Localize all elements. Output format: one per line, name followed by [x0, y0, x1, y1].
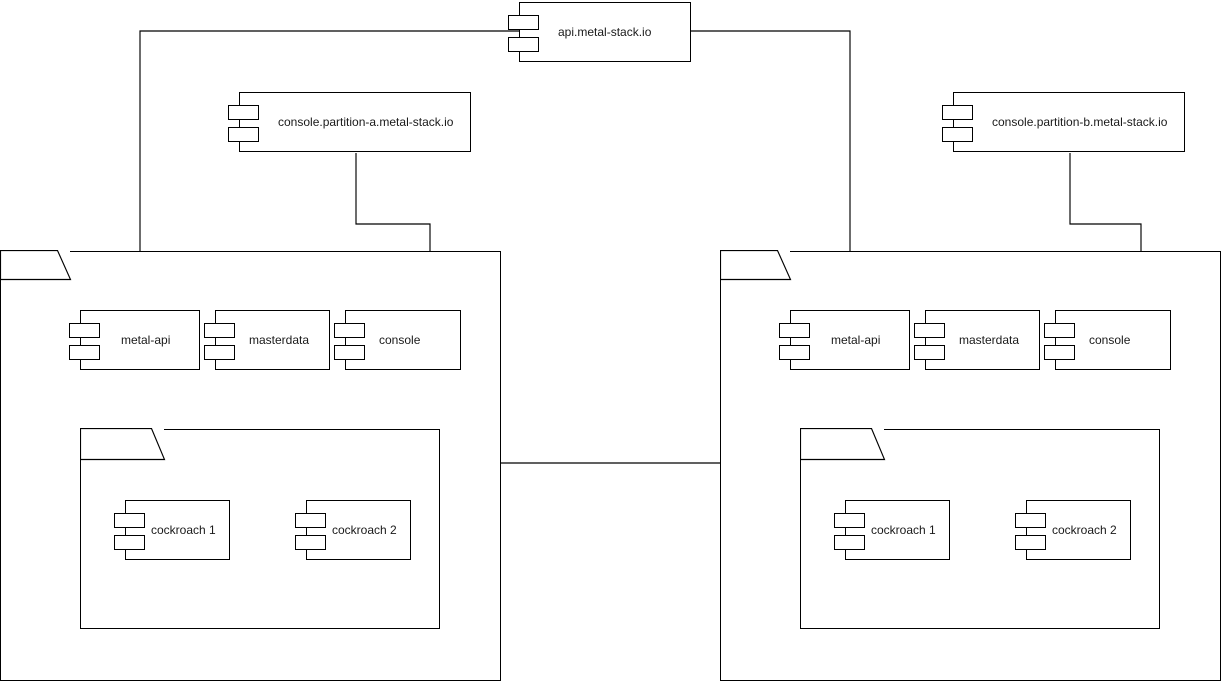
partition-b-tab: Partition B [720, 250, 792, 281]
component-api-metal-stack-io[interactable]: api.metal-stack.io [508, 2, 691, 62]
partition-a-component-metal-api[interactable]: metal-api [69, 310, 200, 370]
component-label: metal-api [121, 332, 171, 347]
partition-a-tab: Partition A [0, 250, 72, 281]
partition-b-node-cockroach-2[interactable]: cockroach 2 [1015, 500, 1131, 560]
component-label: api.metal-stack.io [558, 24, 652, 39]
partition-b-node-cockroach-1[interactable]: cockroach 1 [834, 500, 950, 560]
component-label: metal-api [831, 332, 881, 347]
component-lug-bottom-icon [834, 535, 865, 550]
component-lug-top-icon [204, 323, 235, 338]
component-lug-top-icon [779, 323, 810, 338]
component-label: console [379, 332, 421, 347]
component-lug-top-icon [1015, 513, 1046, 528]
component-lug-bottom-icon [942, 127, 973, 142]
component-label: cockroach 2 [1052, 522, 1117, 537]
component-lug-top-icon [914, 323, 945, 338]
partition-b-component-masterdata[interactable]: masterdata [914, 310, 1040, 370]
component-lug-bottom-icon [204, 345, 235, 360]
component-label: console [1089, 332, 1131, 347]
partition-a-node-cockroach-2[interactable]: cockroach 2 [295, 500, 411, 560]
partition-a-component-console[interactable]: console [334, 310, 461, 370]
component-lug-bottom-icon [1044, 345, 1075, 360]
component-lug-top-icon [508, 15, 539, 30]
component-label: masterdata [249, 332, 310, 347]
component-lug-bottom-icon [228, 127, 259, 142]
component-label: cockroach 1 [871, 522, 936, 537]
component-lug-top-icon [334, 323, 365, 338]
partition-b-component-metal-api[interactable]: metal-api [779, 310, 910, 370]
component-console-partition-a-metal-stack-io[interactable]: console.partition-a.metal-stack.io [228, 92, 471, 152]
component-lug-bottom-icon [69, 345, 100, 360]
partition-a-node-cockroach-1[interactable]: cockroach 1 [114, 500, 230, 560]
component-lug-top-icon [69, 323, 100, 338]
component-lug-bottom-icon [914, 345, 945, 360]
component-label: console.partition-a.metal-stack.io [278, 114, 454, 129]
component-lug-top-icon [1044, 323, 1075, 338]
component-label: console.partition-b.metal-stack.io [992, 114, 1168, 129]
partition-a-cockroach-tab: cockroach [80, 428, 166, 461]
component-label: cockroach 2 [332, 522, 397, 537]
partition-b-cockroach-tab: cockroach [800, 428, 886, 461]
component-lug-bottom-icon [779, 345, 810, 360]
component-label: cockroach 1 [151, 522, 216, 537]
component-lug-bottom-icon [114, 535, 145, 550]
component-lug-bottom-icon [1015, 535, 1046, 550]
component-console-partition-b-metal-stack-io[interactable]: console.partition-b.metal-stack.io [942, 92, 1185, 152]
partition-b-component-console[interactable]: console [1044, 310, 1171, 370]
component-lug-top-icon [228, 105, 259, 120]
partition-a-component-masterdata[interactable]: masterdata [204, 310, 330, 370]
component-lug-top-icon [295, 513, 326, 528]
component-lug-bottom-icon [295, 535, 326, 550]
component-label: masterdata [959, 332, 1020, 347]
component-lug-top-icon [114, 513, 145, 528]
component-lug-top-icon [834, 513, 865, 528]
component-lug-bottom-icon [508, 37, 539, 52]
component-lug-bottom-icon [334, 345, 365, 360]
component-lug-top-icon [942, 105, 973, 120]
